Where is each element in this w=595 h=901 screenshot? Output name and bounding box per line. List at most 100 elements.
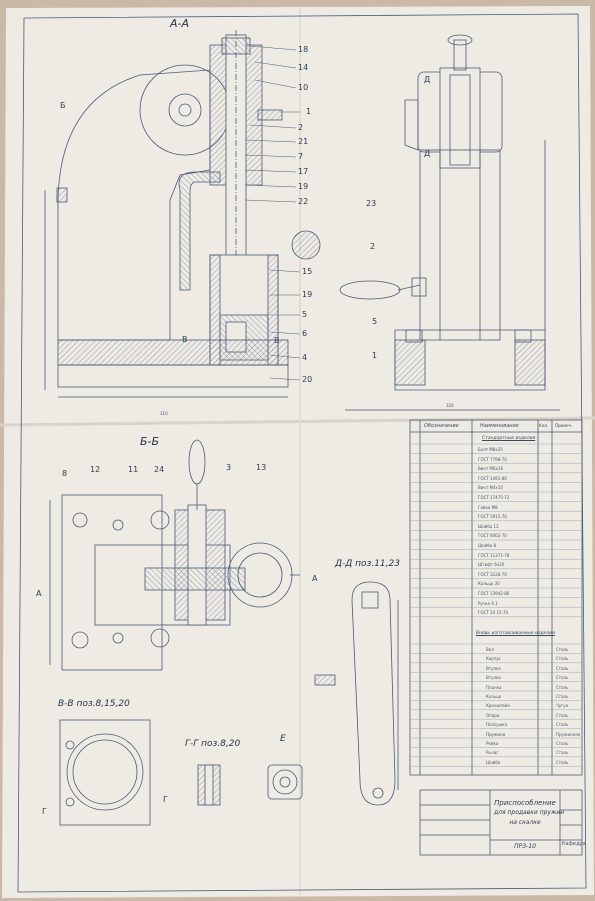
bom-other-material: Пружинная <box>556 731 581 737</box>
marker-d-bottom: Д <box>424 149 431 158</box>
callout-aa-5: 5 <box>302 310 308 319</box>
callout-bb-24: 24 <box>154 465 165 474</box>
bom-standard-item: Гайка М8 <box>478 504 498 510</box>
bom-header-name: Наименование <box>480 423 519 429</box>
bom-other-material: Сталь <box>556 656 569 662</box>
callout-aa-6: 6 <box>302 329 308 338</box>
bom-other-material: Сталь <box>556 684 569 690</box>
view-vv-drawing <box>59 719 151 826</box>
bom-other-material: Сталь <box>556 647 569 652</box>
bom-standard-item: ГОСТ 24 15-74 <box>478 610 509 616</box>
view-title-e: Е <box>280 734 286 744</box>
bom-standard-item: ГОСТ 1491-80 <box>478 475 507 481</box>
bom-section-standard: Стандартные изделия <box>482 436 536 441</box>
bom-other-material: Сталь <box>556 675 569 681</box>
bom-other-material: Сталь <box>556 694 569 699</box>
bom-standard-item: ГОСТ 7798-70 <box>478 456 507 462</box>
bom-standard-item: Винт М4х10 <box>478 485 504 491</box>
view-title-aa: А-А <box>170 17 190 30</box>
title-block-title-1: Приспособление <box>494 799 556 807</box>
view-bb-drawing <box>49 439 300 671</box>
callout-aa-19b: 19 <box>302 290 313 299</box>
bom-other-name: Пружина <box>486 731 506 737</box>
bom-standard-item: Кольцо 30 <box>478 581 500 587</box>
callout-aa-2: 2 <box>298 123 304 132</box>
bom-other-name: Шайба <box>486 759 501 765</box>
callout-aa-14: 14 <box>298 63 309 72</box>
bom-other-name: Кронштейн <box>486 703 511 709</box>
bom-standard-item: Винт М6х16 <box>478 466 504 472</box>
view-side-drawing <box>339 34 560 411</box>
sheet-frame <box>17 13 587 893</box>
bom-other-name: Втулка <box>486 665 501 671</box>
bom-other-name: Вал <box>486 647 494 652</box>
bom-section-other: Вновь изготавливаемые изделия <box>476 631 555 636</box>
title-block-title-2: для продавки пружин <box>494 809 565 816</box>
marker-v-left: В <box>182 335 188 344</box>
callout-aa-21: 21 <box>298 137 309 146</box>
callout-bb-8: 8 <box>62 469 68 478</box>
callout-aa-10: 10 <box>298 83 309 92</box>
view-title-gg: Г-Г поз.8,20 <box>185 739 241 749</box>
bom-standard-item: Ручка 4.1 <box>478 600 498 606</box>
bom-header-qty: Кол. <box>539 423 549 428</box>
callout-side-23: 23 <box>366 199 377 208</box>
leader-lines <box>244 45 301 381</box>
bom-standard-item: ГОСТ 17475-72 <box>478 495 510 500</box>
bom-other-name: Рычаг <box>486 750 499 756</box>
bom-other-name: Рейка <box>486 741 499 746</box>
marker-b-left: Б <box>60 101 66 110</box>
bom-standard-item: ГОСТ 13942-86 <box>478 591 510 596</box>
callout-side-2: 2 <box>370 242 376 251</box>
bom-other-name: Ползушка <box>486 722 508 728</box>
bom-standard-item: Штифт 6х20 <box>478 562 505 568</box>
callout-bb-3: 3 <box>226 463 232 472</box>
callout-bb-11: 11 <box>128 465 139 474</box>
marker-d-top: Д <box>424 75 431 84</box>
bom-other-material: Сталь <box>556 665 569 671</box>
callout-bb-12: 12 <box>90 465 101 474</box>
view-aa-drawing <box>44 30 321 398</box>
callout-aa-1: 1 <box>306 107 312 116</box>
bom-other-material: Сталь <box>556 750 569 756</box>
bom-other-name: Втулка <box>486 675 501 681</box>
bom-standard-item: ГОСТ 5915-70 <box>478 514 507 520</box>
callout-side-5: 5 <box>372 317 378 326</box>
bom-other-material: Сталь <box>556 741 569 746</box>
bom-other-name: Опора <box>486 712 500 718</box>
bom-standard-item: Шайба 8 <box>478 543 497 548</box>
bom-other-name: Планка <box>486 684 502 690</box>
bom-other-material: Сталь <box>556 759 569 765</box>
bom-standard-item: ГОСТ 11371-78 <box>478 552 510 558</box>
bom-standard-item: ГОСТ 3128-70 <box>478 571 507 577</box>
view-title-vv: В-В поз.8,15,20 <box>58 699 130 709</box>
marker-a-right: А <box>312 574 318 583</box>
callout-bb-13: 13 <box>256 463 267 472</box>
title-block-org: Кафедра <box>562 841 586 847</box>
bom-standard-item: Болт М8х25 <box>478 447 503 452</box>
title-block-grid <box>419 789 583 856</box>
bom-standard-item: ГОСТ 6402-70 <box>478 533 507 539</box>
bom-header-note: Примеч. <box>555 423 573 428</box>
view-gg-drawing <box>197 764 221 806</box>
marker-g-left: Г <box>42 807 47 816</box>
bom-other-name: Кольцо <box>486 694 502 699</box>
bom-other-material: Сталь <box>556 712 569 718</box>
view-title-bb: Б-Б <box>140 435 160 448</box>
callout-aa-20: 20 <box>302 375 313 384</box>
callout-aa-4: 4 <box>302 353 308 362</box>
title-block-title-3: на скалке <box>509 819 541 826</box>
marker-g-right: Г <box>163 795 168 804</box>
callout-aa-18: 18 <box>298 45 309 54</box>
view-title-dd: Д-Д поз.11,23 <box>335 559 400 569</box>
callout-aa-17: 17 <box>298 167 309 176</box>
title-block-code: ПРЗ-10 <box>514 843 536 850</box>
view-dd-drawing <box>314 581 399 806</box>
marker-v-right: В <box>274 336 280 345</box>
bom-standard-item: Шайба 12 <box>478 523 499 529</box>
marker-a-left: А <box>36 589 42 598</box>
dim-aa-width: 310 <box>160 411 168 416</box>
bom-other-material: Сталь <box>556 722 569 728</box>
callout-aa-22: 22 <box>298 197 309 206</box>
